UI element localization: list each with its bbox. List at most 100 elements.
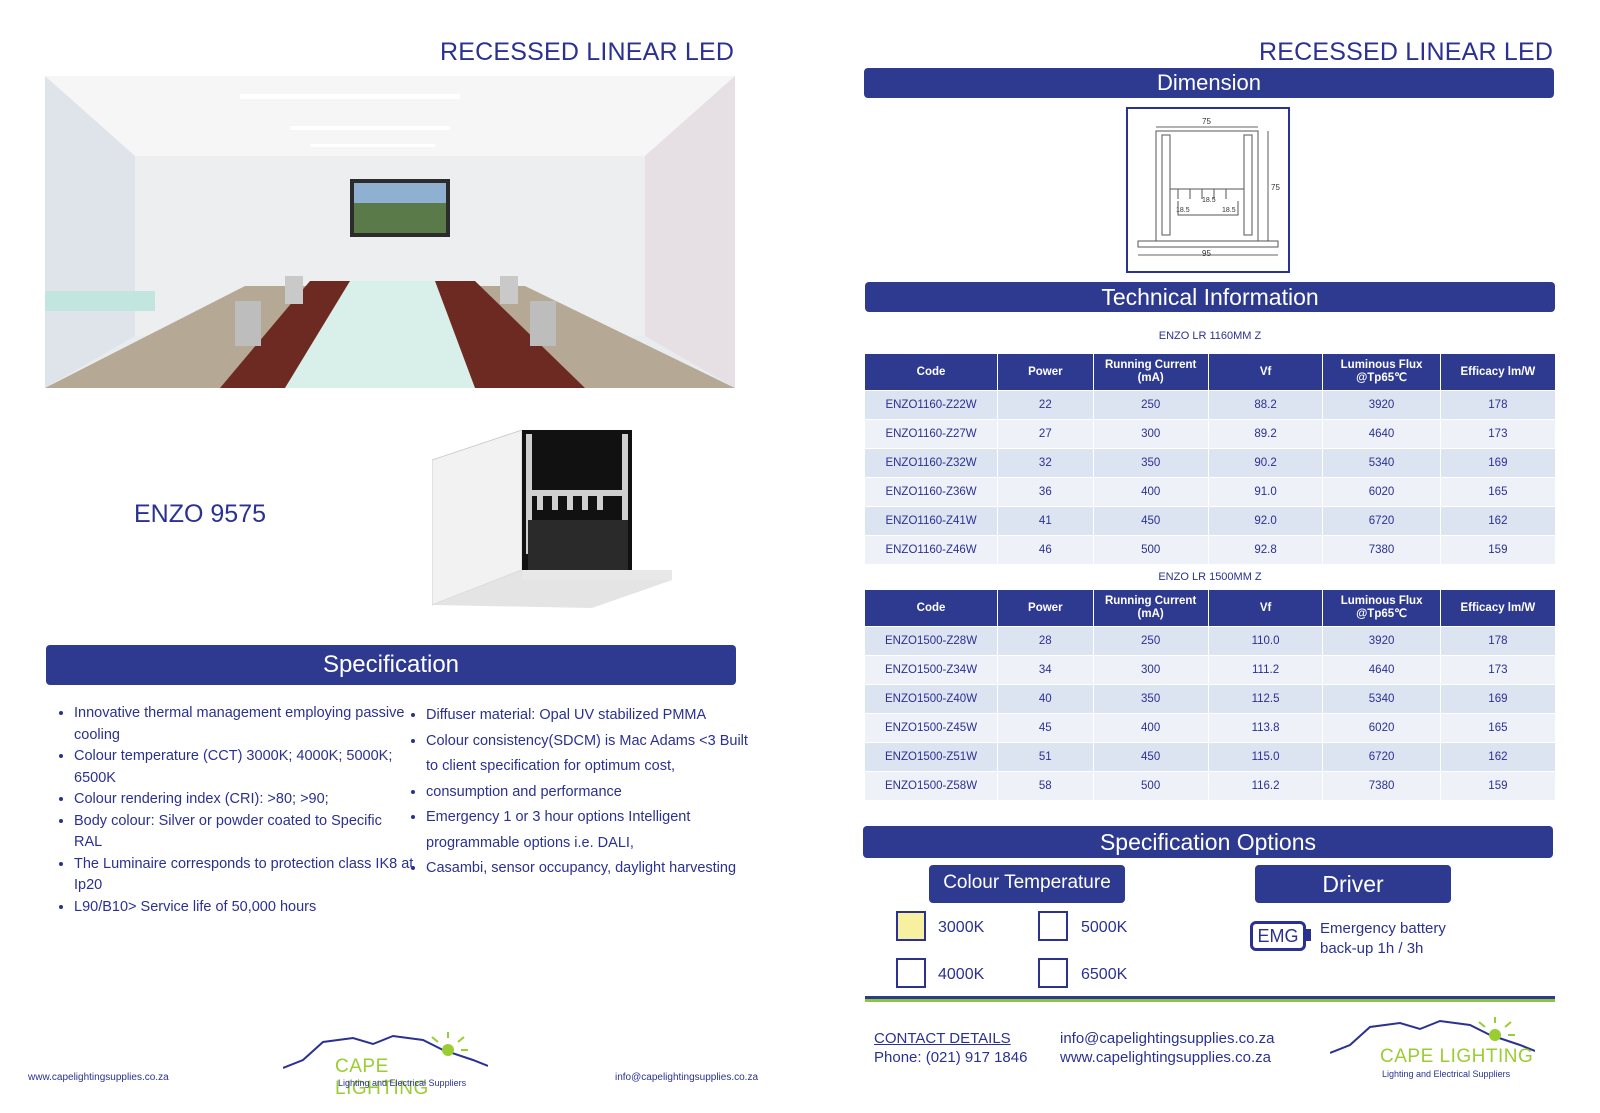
table-cell: 400 [1092,713,1208,742]
header-flux: Luminous Flux @Tp65℃ [1322,354,1440,390]
table-cell: 173 [1439,655,1555,684]
right-page-title: RECESSED LINEAR LED [1259,38,1554,66]
contact-email[interactable]: info@capelightingsupplies.co.za [1060,1030,1275,1047]
emg-description: Emergency battery back-up 1h / 3h [1320,919,1446,959]
table-cell: ENZO1500-Z51W [865,742,998,771]
spec-item: Body colour: Silver or powder coated to … [74,811,414,854]
table-cell: ENZO1500-Z28W [865,626,998,655]
tech-table-1500: Code Power Running Current (mA) Vf Lumin… [865,590,1555,800]
contact-phone: Phone: (021) 917 1846 [874,1049,1028,1066]
table-cell: 27 [997,419,1093,448]
contact-details-label: CONTACT DETAILS [874,1030,1011,1047]
table-cell: 450 [1092,506,1208,535]
table-cell: 169 [1439,684,1555,713]
specification-header: Specification [46,645,736,685]
table-cell: 6720 [1322,506,1440,535]
spec-options-header: Specification Options [863,826,1553,858]
colour-6500k-swatch[interactable] [1038,958,1068,988]
table-cell: 92.0 [1207,506,1323,535]
table-cell: 113.8 [1207,713,1323,742]
table-cell: 300 [1092,655,1208,684]
table-cell: 116.2 [1207,771,1323,800]
table-cell: 51 [997,742,1093,771]
logo-subtext: Lighting and Electrical Suppliers [338,1078,467,1088]
logo-text: CAPE LIGHTING [335,1056,429,1099]
header-code: Code [865,590,998,626]
table1-caption: ENZO LR 1160MM Z [1158,330,1262,342]
dimension-header: Dimension [864,68,1554,98]
table-cell: ENZO1500-Z58W [865,771,998,800]
colour-3000k-label: 3000K [938,919,985,936]
header-current: Running Current (mA) [1092,354,1208,390]
table-cell: 250 [1092,390,1208,419]
table-cell: 5340 [1322,448,1440,477]
table-cell: 45 [997,713,1093,742]
footer-email[interactable]: info@capelightingsupplies.co.za [615,1072,759,1083]
colour-3000k-swatch[interactable] [896,911,926,941]
colour-temperature-header: Colour Temperature [929,865,1125,903]
spec-item: Colour temperature (CCT) 3000K; 4000K; 5… [74,746,414,789]
colour-5000k-swatch[interactable] [1038,911,1068,941]
dimension-label-top: 75 [1202,117,1211,126]
table-cell: 450 [1092,742,1208,771]
table-cell: 111.2 [1207,655,1323,684]
table-cell: 159 [1439,771,1555,800]
spec-item: Colour consistency(SDCM) is Mac Adams <3… [426,729,761,780]
table-cell: ENZO1160-Z32W [865,448,998,477]
table-cell: 7380 [1322,535,1440,564]
spec-item: Colour rendering index (CRI): >80; >90; [74,789,414,811]
table-cell: ENZO1160-Z36W [865,477,998,506]
driver-header: Driver [1255,865,1451,903]
table-cell: 22 [997,390,1093,419]
product-profile-image [431,429,672,608]
table-cell: 91.0 [1207,477,1323,506]
table-cell: 6020 [1322,713,1440,742]
colour-6500k-label: 6500K [1081,966,1128,983]
spec-list-column-1: Innovative thermal management employing … [48,703,414,918]
table-cell: 3920 [1322,626,1440,655]
header-flux: Luminous Flux @Tp65℃ [1322,590,1440,626]
table-cell: 500 [1092,771,1208,800]
table-cell: 173 [1439,419,1555,448]
header-power: Power [997,590,1093,626]
dimension-label-c: 18.5 [1222,207,1236,214]
footer-divider-green [865,999,1555,1002]
table-cell: 162 [1439,506,1555,535]
table-cell: 159 [1439,535,1555,564]
header-current: Running Current (mA) [1092,590,1208,626]
spec-item: consumption and performance [426,780,761,806]
table-cell: 32 [997,448,1093,477]
footer-divider-blue [865,996,1555,999]
table-cell: 250 [1092,626,1208,655]
table-cell: 88.2 [1207,390,1323,419]
spec-item: Diffuser material: Opal UV stabilized PM… [426,703,761,729]
spec-list-column-2: Diffuser material: Opal UV stabilized PM… [400,703,761,882]
table-cell: 112.5 [1207,684,1323,713]
contact-website[interactable]: www.capelightingsupplies.co.za [1060,1049,1271,1066]
emg-text-line1: Emergency battery [1320,920,1446,937]
table-cell: 46 [997,535,1093,564]
table-cell: 90.2 [1207,448,1323,477]
footer-website[interactable]: www.capelightingsupplies.co.za [28,1072,169,1083]
table-cell: ENZO1500-Z34W [865,655,998,684]
table-cell: 4640 [1322,655,1440,684]
table-cell: 4640 [1322,419,1440,448]
colour-5000k-label: 5000K [1081,919,1128,936]
table-cell: 165 [1439,713,1555,742]
spec-item: Emergency 1 or 3 hour options Intelligen… [426,805,761,856]
table-cell: 115.0 [1207,742,1323,771]
table-cell: ENZO1500-Z45W [865,713,998,742]
table-cell: ENZO1160-Z41W [865,506,998,535]
table-cell: 178 [1439,390,1555,419]
colour-4000k-swatch[interactable] [896,958,926,988]
table-cell: 41 [997,506,1093,535]
header-power: Power [997,354,1093,390]
